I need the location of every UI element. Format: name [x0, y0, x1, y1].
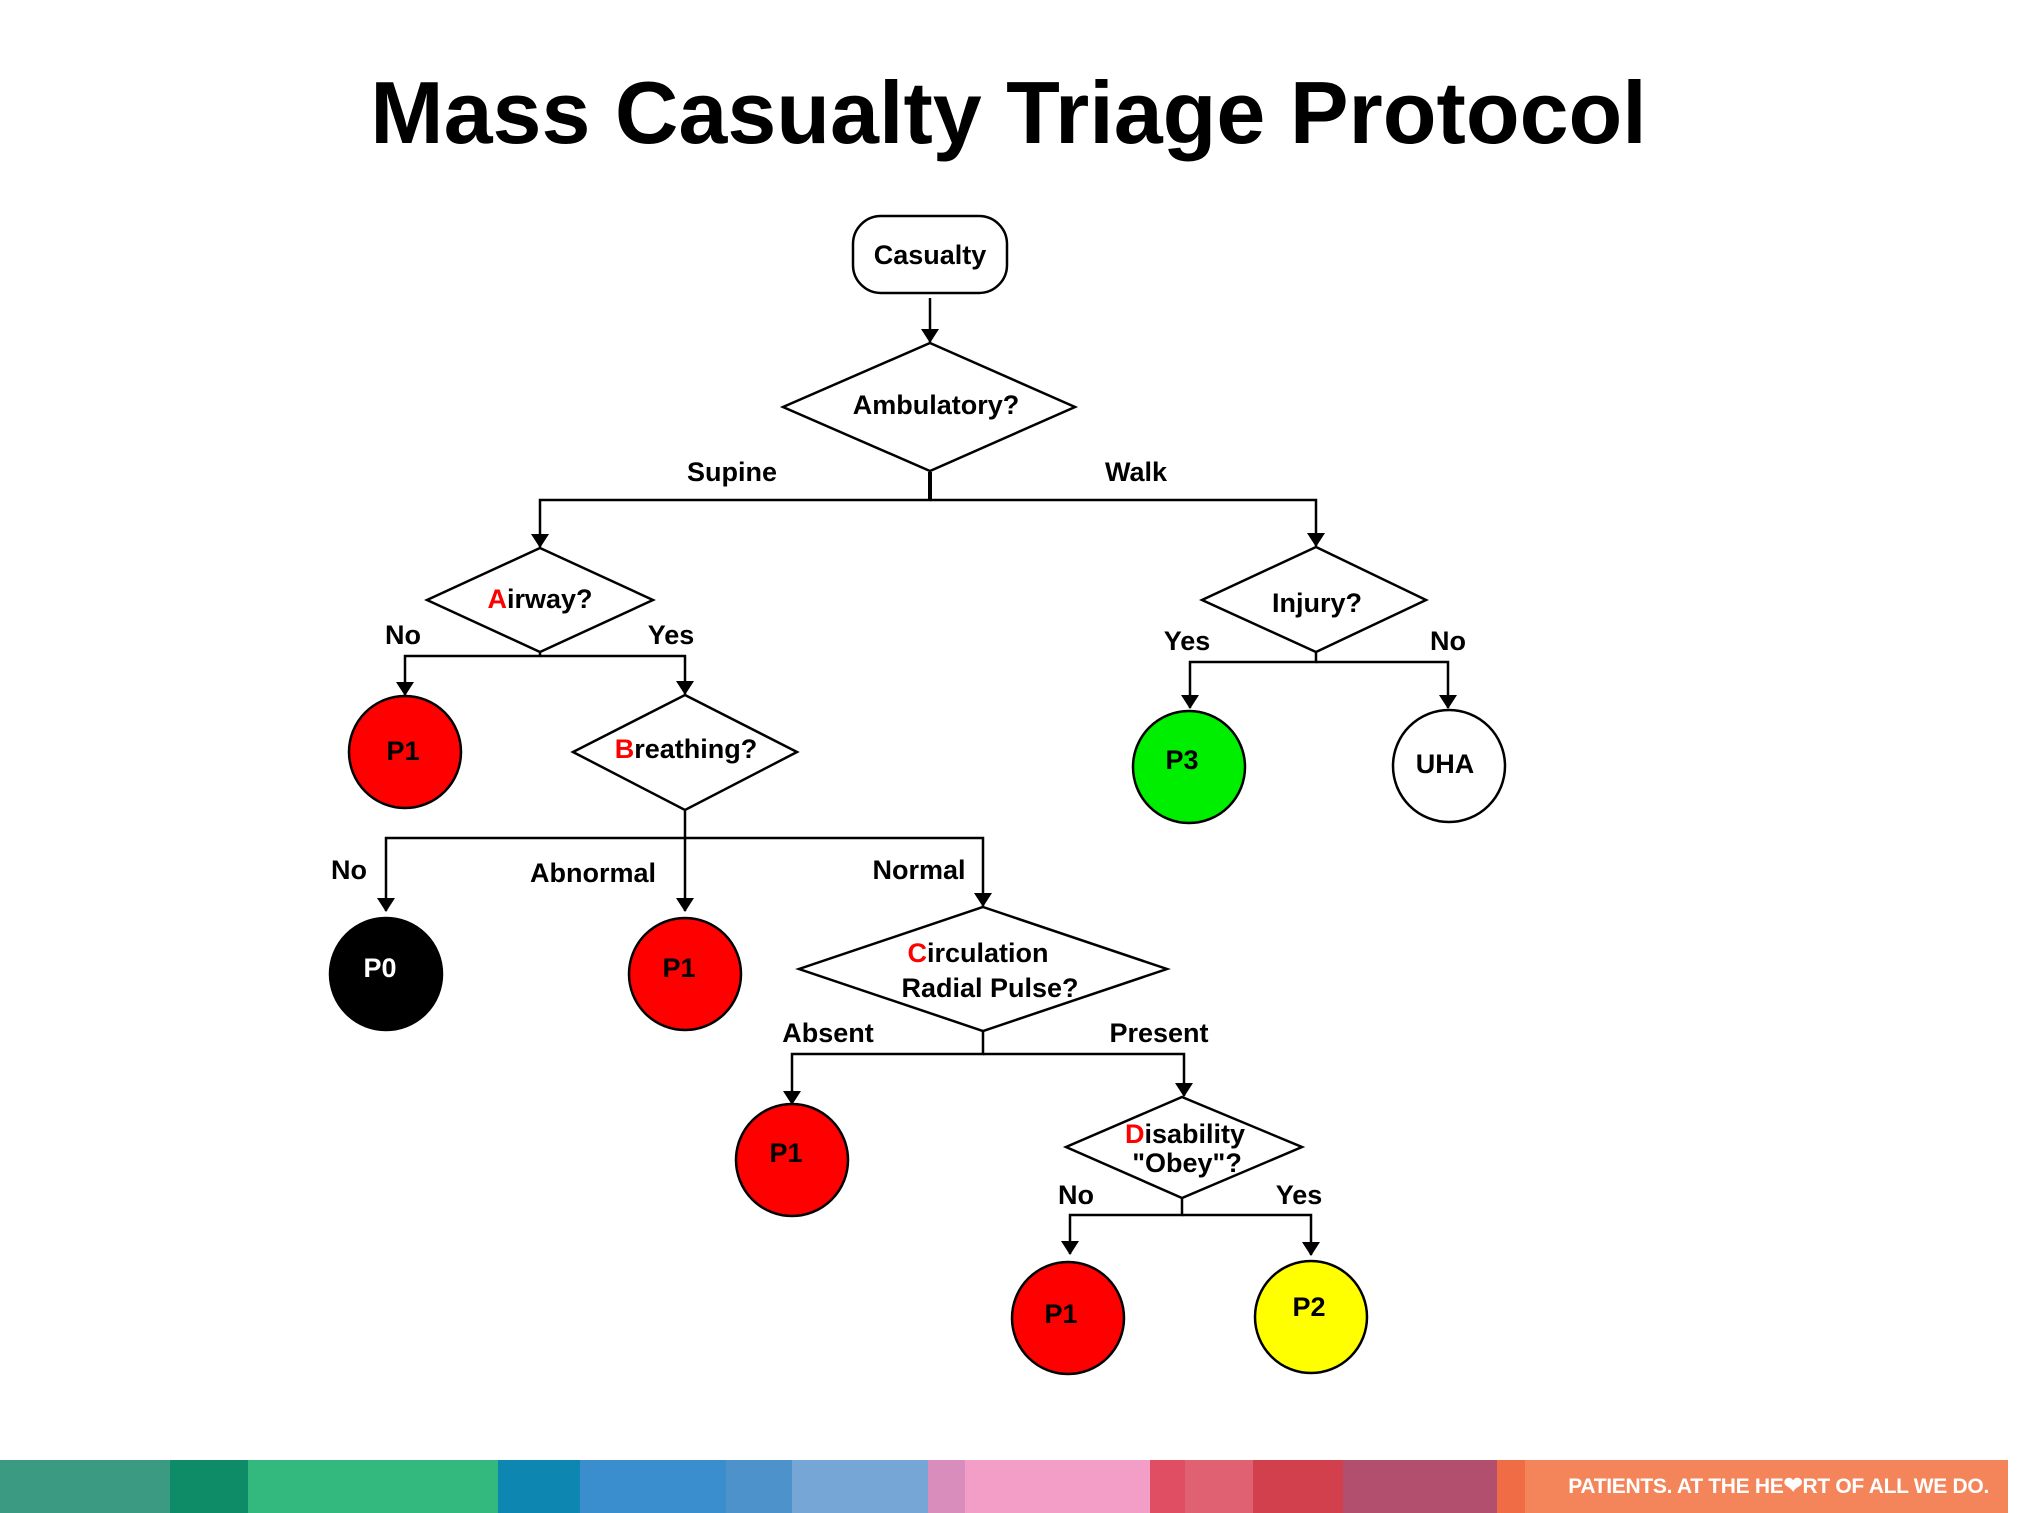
tagline-part-2: RT OF ALL WE DO. — [1802, 1475, 1989, 1498]
footer-stripe-segment — [580, 1460, 727, 1513]
edge-label-breathing-no: No — [331, 855, 367, 885]
p1-disability-no-circle — [1010, 1260, 1126, 1376]
footer-tagline: PATIENTS. AT THE HE❤RT OF ALL WE DO. — [1568, 1472, 1989, 1499]
connector-disability-yes — [1182, 1213, 1320, 1256]
footer-stripe-segment — [1150, 1460, 1186, 1513]
connector-breathing-no — [377, 811, 687, 912]
footer-stripe-segment — [248, 1460, 499, 1513]
p0-breathing-no-circle — [328, 916, 444, 1032]
circulation-decision — [795, 905, 1171, 1033]
footer-stripe-segment — [0, 1460, 171, 1513]
footer-stripe-segment — [1185, 1460, 1254, 1513]
ambulatory-decision — [779, 341, 1079, 473]
airway-label-rest: irway? — [507, 584, 593, 614]
connector-airway-yes — [540, 654, 694, 695]
page-title: Mass Casualty Triage Protocol — [370, 63, 1647, 162]
edge-label-supine: Supine — [687, 457, 777, 487]
footer-stripe-segment — [1525, 1460, 2017, 1513]
tagline-part-1: PATIENTS. AT THE HE — [1568, 1475, 1784, 1498]
connector-ambulatory-walk — [930, 498, 1325, 547]
footer-stripe-segment — [965, 1460, 1151, 1513]
p1-disability-no-label: P1 — [1044, 1299, 1077, 1329]
footer-edge-gap — [2008, 1460, 2017, 1513]
footer-stripe-segment — [1497, 1460, 1526, 1513]
connector-circulation-present — [983, 1052, 1193, 1097]
casualty-label: Casualty — [874, 240, 987, 270]
edge-label-disability-no: No — [1058, 1180, 1094, 1210]
edge-label-circulation-absent: Absent — [782, 1018, 874, 1048]
p0-breathing-no-label: P0 — [363, 953, 396, 983]
airway-decision — [424, 546, 656, 654]
uha-injury-no-label: UHA — [1416, 749, 1475, 779]
airway-highlight-letter: A — [487, 584, 507, 614]
edge-label-disability-yes: Yes — [1276, 1180, 1323, 1210]
footer-stripe-segment — [792, 1460, 929, 1513]
p1-circulation-absent-circle — [734, 1102, 850, 1218]
p2-disability-yes-label: P2 — [1292, 1292, 1325, 1322]
injury-decision — [1199, 545, 1429, 654]
circulation-highlight-letter: C — [907, 938, 927, 968]
circulation-label-line2: Radial Pulse? — [901, 973, 1078, 1003]
p1-airway-no-circle — [347, 694, 463, 810]
airway-label: Airway? — [487, 584, 592, 614]
p1-breathing-abnormal-circle — [627, 916, 743, 1032]
heart-icon: ❤ — [1783, 1472, 1803, 1498]
casualty-node — [851, 214, 1009, 295]
p2-disability-yes-circle — [1253, 1259, 1369, 1375]
p1-airway-no-label: P1 — [386, 736, 419, 766]
p1-circulation-absent-label: P1 — [769, 1138, 802, 1168]
disability-decision — [1062, 1095, 1306, 1200]
breathing-label: Breathing? — [615, 734, 758, 764]
disability-label: Disability — [1125, 1119, 1245, 1149]
footer-stripe-segment — [170, 1460, 249, 1513]
footer-stripe-segment — [1343, 1460, 1498, 1513]
edge-label-injury-no: No — [1430, 626, 1466, 656]
footer-stripe-segment — [928, 1460, 966, 1513]
edge-label-circulation-present: Present — [1109, 1018, 1208, 1048]
disability-label-rest: isability — [1144, 1119, 1245, 1149]
footer-color-band — [0, 1460, 2017, 1513]
disability-label-line2: "Obey"? — [1132, 1148, 1242, 1178]
disability-highlight-letter: D — [1125, 1119, 1145, 1149]
triage-flowchart: Casualty Ambulatory? Airway? Breathing? … — [328, 214, 1507, 1376]
footer-stripe-segment — [498, 1460, 581, 1513]
connector-injury-no — [1316, 660, 1457, 709]
p3-injury-yes-circle — [1131, 709, 1247, 825]
edge-label-injury-yes: Yes — [1164, 626, 1211, 656]
connector-disability-no — [1061, 1198, 1184, 1255]
connector-injury-yes — [1181, 652, 1318, 709]
p1-breathing-abnormal-label: P1 — [662, 953, 695, 983]
connector-breathing-normal — [685, 836, 992, 907]
connector-airway-no — [396, 652, 542, 696]
uha-injury-no-circle — [1391, 708, 1507, 824]
breathing-highlight-letter: B — [615, 734, 635, 764]
breathing-decision — [570, 693, 800, 812]
edge-label-airway-yes: Yes — [648, 620, 695, 650]
edge-label-airway-no: No — [385, 620, 421, 650]
edge-label-breathing-abnormal: Abnormal — [530, 858, 656, 888]
circulation-label: Circulation — [907, 938, 1048, 968]
injury-label: Injury? — [1272, 588, 1362, 618]
footer-stripe-segment — [1253, 1460, 1344, 1513]
p3-injury-yes-label: P3 — [1165, 745, 1198, 775]
circulation-label-rest: irculation — [927, 938, 1049, 968]
footer-stripe-segment — [726, 1460, 793, 1513]
breathing-label-rest: reathing? — [634, 734, 757, 764]
edge-label-breathing-normal: Normal — [872, 855, 965, 885]
edge-label-walk: Walk — [1105, 457, 1168, 487]
connector-circulation-absent — [783, 1031, 985, 1105]
ambulatory-label: Ambulatory? — [853, 390, 1020, 420]
